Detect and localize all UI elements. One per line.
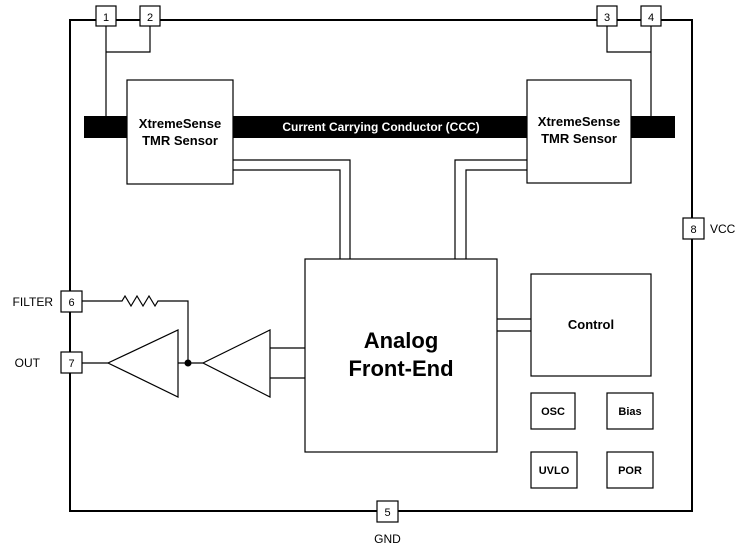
vcc-pin-label: VCC — [710, 222, 736, 236]
conductor-label: Current Carrying Conductor (CCC) — [282, 120, 479, 134]
afe-to-control-wire — [497, 318, 531, 332]
bias-block: Bias — [606, 392, 654, 430]
right-sensor-to-afe-wire — [454, 159, 527, 259]
pin-5: 5 — [376, 500, 399, 523]
pin-6: 6 — [60, 290, 83, 313]
pin-1-number: 1 — [103, 12, 109, 24]
right-sensor-line2: TMR Sensor — [541, 131, 617, 146]
pin-7-number: 7 — [68, 358, 74, 370]
pin-6-number: 6 — [68, 297, 74, 309]
control-block: Control — [530, 273, 652, 377]
right-tmr-sensor: XtremeSense TMR Sensor — [526, 79, 632, 184]
afe-line1: Analog — [364, 328, 439, 353]
filter-resistor — [82, 294, 189, 363]
pin-8-number: 8 — [690, 224, 696, 236]
left-sensor-line2: TMR Sensor — [142, 133, 218, 148]
pin-8: 8 — [682, 217, 705, 240]
pin-1: 1 — [95, 5, 117, 27]
pin-5-number: 5 — [384, 507, 390, 519]
por-block: POR — [606, 451, 654, 489]
gnd-pin-label: GND — [374, 532, 401, 546]
left-sensor-line1: XtremeSense — [139, 116, 221, 131]
pin-2: 2 — [139, 5, 161, 27]
pin-3-number: 3 — [604, 12, 610, 24]
control-label: Control — [568, 317, 614, 332]
bias-label: Bias — [618, 406, 641, 418]
pin-2-number: 2 — [147, 12, 153, 24]
pin-1-2-wire — [105, 26, 151, 116]
pin-4-number: 4 — [648, 12, 654, 24]
afe-line2: Front-End — [348, 356, 453, 381]
pin-4: 4 — [640, 5, 662, 27]
pin-3-4-wire — [606, 26, 652, 116]
left-sensor-to-afe-wire — [233, 159, 351, 259]
output-buffer — [106, 329, 179, 398]
right-sensor-line1: XtremeSense — [538, 114, 620, 129]
osc-block: OSC — [530, 392, 576, 430]
osc-label: OSC — [541, 406, 565, 418]
filter-pin-label: FILTER — [13, 295, 54, 309]
pin-3: 3 — [596, 5, 618, 27]
analog-front-end: Analog Front-End — [304, 258, 498, 453]
uvlo-block: UVLO — [530, 451, 578, 489]
out-pin-label: OUT — [15, 356, 41, 370]
input-amplifier — [201, 329, 271, 398]
left-tmr-sensor: XtremeSense TMR Sensor — [126, 79, 234, 185]
por-label: POR — [618, 465, 642, 477]
afe-to-amplifier-wire — [270, 347, 305, 379]
uvlo-label: UVLO — [539, 465, 570, 477]
pin-7: 7 — [60, 351, 83, 374]
